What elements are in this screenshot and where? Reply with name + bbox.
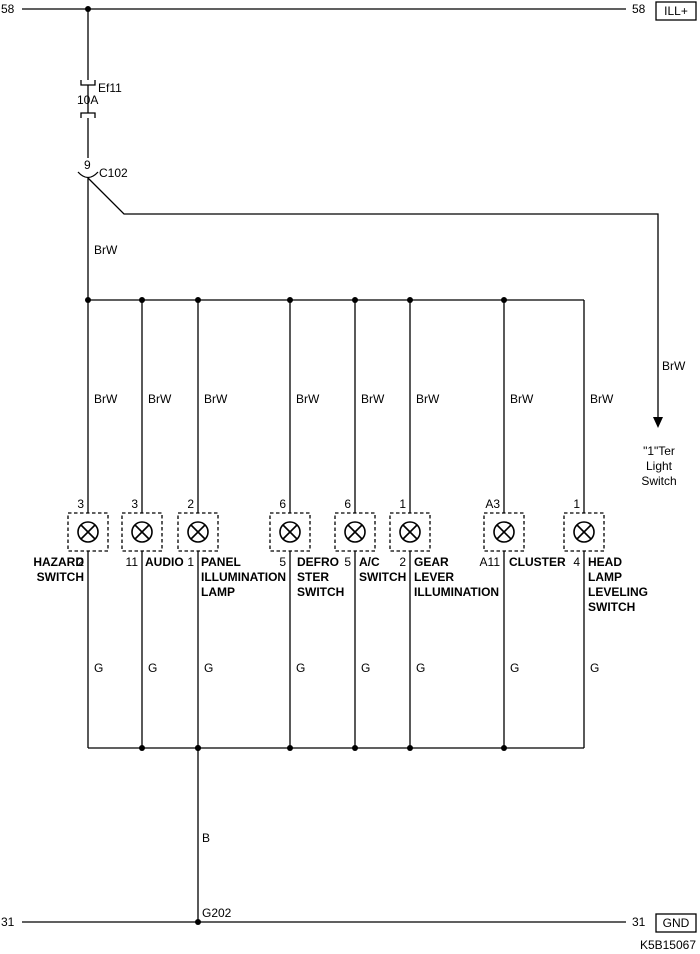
- pin-bottom: 5: [344, 555, 351, 569]
- lamp-box: [563, 512, 605, 552]
- top-rail-left-number: 58: [1, 2, 15, 16]
- lamp-label-line-2: LAMP: [588, 570, 622, 584]
- branch-dest-line-1: "1"Ter: [643, 444, 675, 458]
- lamp-label-line-2: LEVER: [414, 570, 454, 584]
- branch-wire-color: BrW: [662, 359, 686, 373]
- lamp-box: [177, 512, 219, 552]
- pin-bottom: 1: [187, 555, 194, 569]
- fuse-rating: 10A: [77, 93, 98, 107]
- lamp-label-line-1: DEFRO: [297, 555, 339, 569]
- wire-color-bottom: G: [296, 661, 305, 675]
- lamp-box: [483, 512, 525, 552]
- gnd-label: GND: [663, 916, 690, 930]
- lamp-audio: BrW 3 11G AUDIO: [121, 297, 184, 751]
- pin-top: 1: [573, 497, 580, 511]
- connector-pin: 9: [84, 158, 91, 172]
- lamp-label-line-3: SWITCH: [297, 585, 344, 599]
- bottom-ground-rail: 31 31 GND: [1, 913, 697, 933]
- fuse-ef11: Ef11 10A: [77, 9, 122, 158]
- wire-color-top: BrW: [510, 392, 534, 406]
- lamp-box: [269, 512, 311, 552]
- lamp-label-line-3: LAMP: [201, 585, 235, 599]
- pin-top: A3: [485, 497, 500, 511]
- lamp-box: [121, 512, 163, 552]
- lamp-label-line-2: SWITCH: [37, 570, 84, 584]
- wire-color-top: BrW: [361, 392, 385, 406]
- ground-wire-color: B: [202, 831, 210, 845]
- wire-color-top: BrW: [204, 392, 228, 406]
- lamp-label-line-1: PANEL: [201, 555, 241, 569]
- wire-color-bottom: G: [416, 661, 425, 675]
- gnd-box: [655, 913, 697, 933]
- wire-color-top: BrW: [296, 392, 320, 406]
- wire-color-bottom: G: [94, 661, 103, 675]
- wire-color-top: BrW: [148, 392, 172, 406]
- pin-top: 1: [399, 497, 406, 511]
- lamp-label-line-1: A/C: [359, 555, 380, 569]
- wire-color-bottom: G: [510, 661, 519, 675]
- branch-dest-line-3: Switch: [641, 474, 676, 488]
- pin-bottom: 2: [399, 555, 406, 569]
- lamp-label-line-1: GEAR: [414, 555, 449, 569]
- lamp-label-line-2: SWITCH: [359, 570, 406, 584]
- lamp-box: [334, 512, 376, 552]
- wire-color-bottom: G: [361, 661, 370, 675]
- pin-top: 3: [131, 497, 138, 511]
- connector-name: C102: [99, 166, 128, 180]
- main-wire-color: BrW: [94, 243, 118, 257]
- figure-id: K5B15067: [640, 938, 696, 952]
- pin-bottom: 4: [573, 555, 580, 569]
- lamp-label-line-3: ILLUMINATION: [414, 585, 499, 599]
- lamp-label-line-1: CLUSTER: [509, 555, 566, 569]
- lamp-label-line-1: HAZARD: [33, 555, 84, 569]
- branch-dest-line-2: Light: [646, 459, 673, 473]
- pin-bottom: A11: [480, 555, 501, 569]
- wire-color-bottom: G: [204, 661, 213, 675]
- lamp-label-line-2: ILLUMINATION: [201, 570, 286, 584]
- ill-plus-box: [655, 1, 697, 21]
- pin-bottom: 5: [279, 555, 286, 569]
- fuse-name: Ef11: [98, 81, 122, 95]
- ground-drop: B G202: [195, 745, 232, 925]
- ground-point: G202: [202, 906, 232, 920]
- wire-color-bottom: G: [590, 661, 599, 675]
- wire-color-top: BrW: [94, 392, 118, 406]
- pin-top: 3: [77, 497, 84, 511]
- pin-top: 2: [187, 497, 194, 511]
- pin-top: 6: [279, 497, 286, 511]
- pin-top: 6: [344, 497, 351, 511]
- lamp-label-line-2: STER: [297, 570, 329, 584]
- ill-plus-label: ILL+: [664, 4, 688, 18]
- top-rail-right-number: 58: [632, 2, 646, 16]
- lamp-box: [389, 512, 431, 552]
- lamp-box: [67, 512, 109, 552]
- wire-color-bottom: G: [148, 661, 157, 675]
- top-power-rail: 58 58 ILL+: [1, 1, 697, 21]
- wire-color-top: BrW: [416, 392, 440, 406]
- branch-to-light-switch: BrW "1"Ter Light Switch: [87, 177, 686, 488]
- lamp-label-line-1: HEAD: [588, 555, 622, 569]
- pin-bottom: 11: [126, 555, 139, 569]
- bottom-rail-left-number: 31: [1, 915, 15, 929]
- lamps-layer: BrW32GHAZARDSWITCHBrW311GAUDIOBrW21GPANE…: [33, 297, 648, 751]
- connector-c102: 9 C102 BrW: [77, 158, 128, 300]
- lamp-label-line-3: LEVELING: [588, 585, 648, 599]
- lamp-label-line-1: AUDIO: [145, 555, 184, 569]
- bottom-rail-right-number: 31: [632, 915, 646, 929]
- wire-color-top: BrW: [590, 392, 614, 406]
- pin-bottom: 2: [77, 555, 84, 569]
- lamp-label-line-4: SWITCH: [588, 600, 635, 614]
